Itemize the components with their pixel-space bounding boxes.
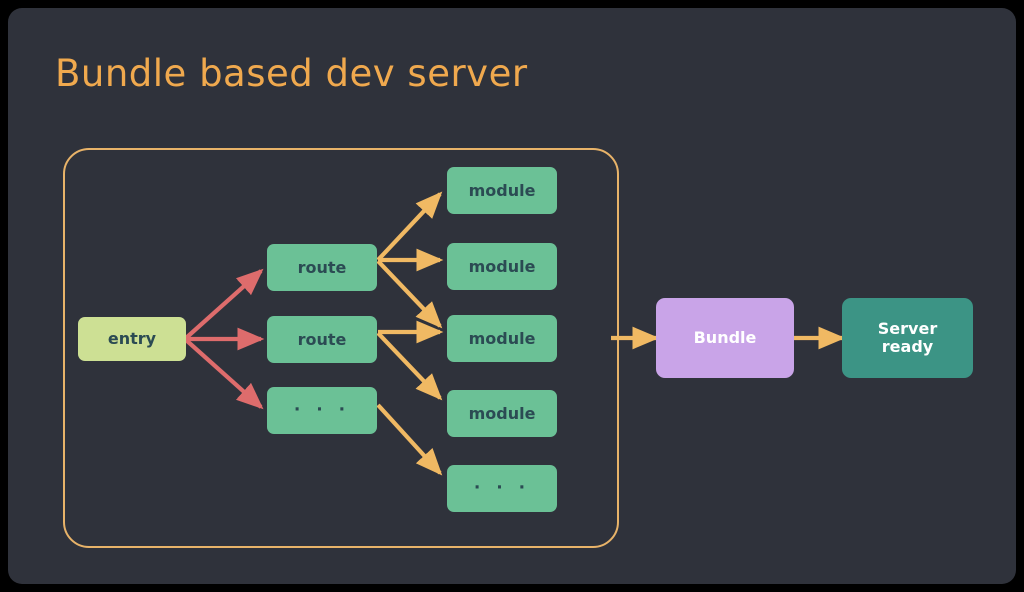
node-module-4[interactable]: module bbox=[447, 390, 557, 437]
node-module-1-label: module bbox=[468, 180, 536, 200]
node-entry-label: entry bbox=[107, 329, 157, 349]
node-module-4-label: module bbox=[468, 403, 536, 423]
node-route-ellipsis-label: · · · bbox=[293, 399, 351, 420]
node-route-1-label: route bbox=[297, 257, 347, 277]
node-module-3[interactable]: module bbox=[447, 315, 557, 362]
node-route-2[interactable]: route bbox=[267, 316, 377, 363]
node-server-ready[interactable]: Server ready bbox=[842, 298, 973, 378]
node-route-ellipsis[interactable]: · · · bbox=[267, 387, 377, 434]
node-module-2[interactable]: module bbox=[447, 243, 557, 290]
node-entry[interactable]: entry bbox=[78, 317, 186, 361]
node-route-1[interactable]: route bbox=[267, 244, 377, 291]
slide-frame: Bundle based dev server bbox=[8, 8, 1016, 584]
page-title: Bundle based dev server bbox=[55, 52, 528, 95]
node-route-2-label: route bbox=[297, 329, 347, 349]
node-server-ready-label-line2: ready bbox=[881, 337, 934, 356]
node-module-ellipsis[interactable]: · · · bbox=[447, 465, 557, 512]
node-module-1[interactable]: module bbox=[447, 167, 557, 214]
node-module-2-label: module bbox=[468, 256, 536, 276]
bundle-group-container bbox=[63, 148, 619, 548]
node-module-ellipsis-label: · · · bbox=[473, 477, 531, 498]
node-bundle[interactable]: Bundle bbox=[656, 298, 794, 378]
node-module-3-label: module bbox=[468, 328, 536, 348]
node-server-ready-label-line1: Server bbox=[877, 319, 938, 339]
node-bundle-label: Bundle bbox=[693, 328, 757, 348]
